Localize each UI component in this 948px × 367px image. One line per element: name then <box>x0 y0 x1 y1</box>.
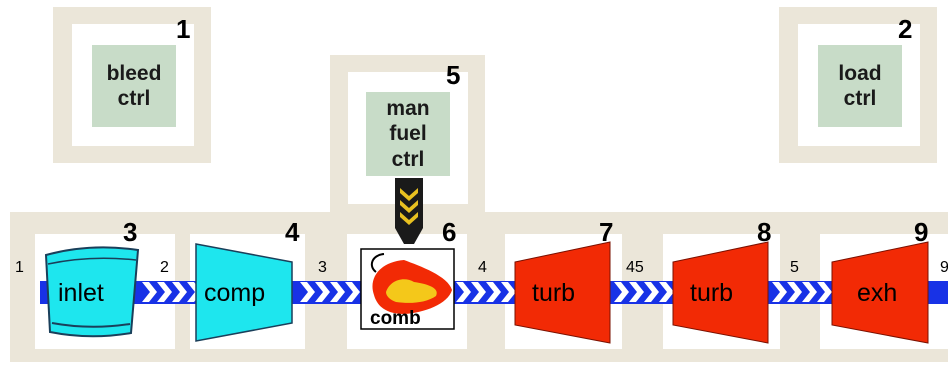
exh-number: 9 <box>914 217 929 247</box>
bleed-control-line-2: ctrl <box>117 87 151 110</box>
inlet-number: 3 <box>123 217 138 247</box>
comp-component[interactable] <box>195 243 293 342</box>
load-control-line-1: load <box>838 61 882 85</box>
load-number: 2 <box>898 14 913 44</box>
comb-component[interactable] <box>360 248 455 330</box>
station-2: 2 <box>160 259 169 276</box>
load-control-button[interactable]: load ctrl <box>818 45 902 127</box>
station-5: 5 <box>790 259 799 276</box>
turb2-component[interactable] <box>672 241 769 344</box>
turb2-number: 8 <box>757 217 772 247</box>
turb1-label: turb <box>532 279 576 307</box>
comb-label: comb <box>370 308 421 329</box>
inlet-label: inlet <box>58 279 104 307</box>
bleed-control-button[interactable]: bleed ctrl <box>92 45 176 127</box>
comp-label: comp <box>204 279 266 307</box>
station-9: 9 <box>940 259 948 276</box>
comb-number: 6 <box>442 217 457 247</box>
bleed-number: 1 <box>176 14 191 44</box>
bleed-control-line-1: bleed <box>106 61 162 85</box>
fuel-control-line-2: fuel <box>389 122 427 146</box>
fuel-control-line-1: man <box>386 97 430 121</box>
fuel-control-button[interactable]: man fuel ctrl <box>366 92 450 176</box>
station-45: 45 <box>626 259 644 276</box>
station-1: 1 <box>15 259 24 276</box>
fuel-control-line-3: ctrl <box>391 147 425 171</box>
fuel-line <box>395 178 423 244</box>
load-control-line-2: ctrl <box>843 87 877 110</box>
station-4: 4 <box>478 259 487 276</box>
turb1-component[interactable] <box>514 241 611 344</box>
turb1-number: 7 <box>599 217 614 247</box>
turb2-label: turb <box>690 279 734 307</box>
exh-component[interactable] <box>831 241 929 344</box>
inlet-component[interactable] <box>44 246 140 338</box>
fuel-number: 5 <box>446 60 461 90</box>
exh-label: exh <box>857 279 898 307</box>
comp-number: 4 <box>285 217 300 247</box>
station-3: 3 <box>318 259 327 276</box>
